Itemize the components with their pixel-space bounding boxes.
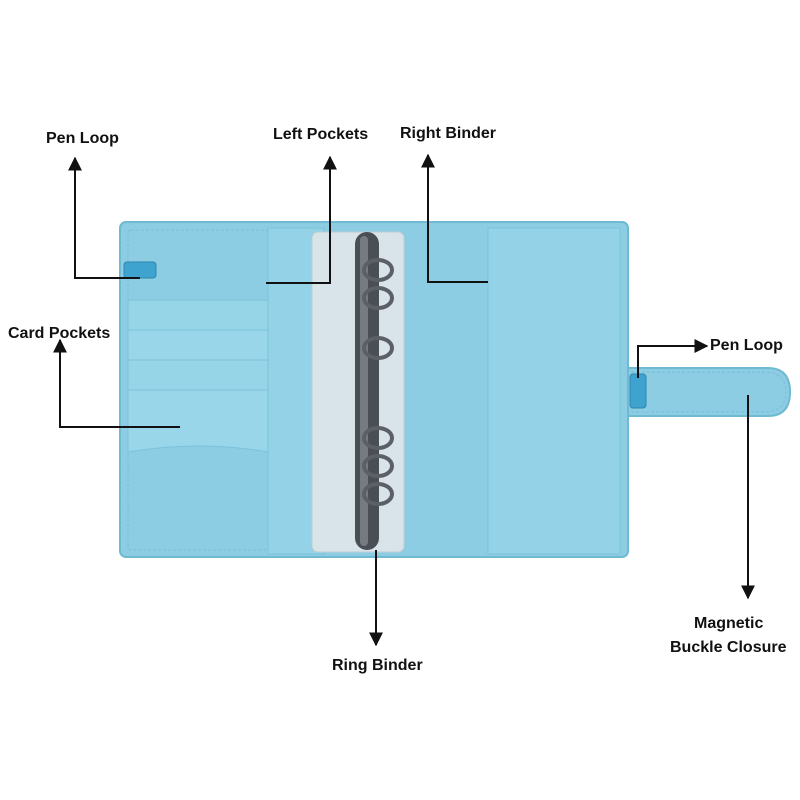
card-pockets	[127, 299, 269, 453]
label-pen-loop-right: Pen Loop	[710, 337, 783, 354]
label-right-binder: Right Binder	[400, 125, 496, 142]
leader-lines	[53, 153, 755, 647]
label-magnetic-line2: Buckle Closure	[670, 639, 787, 656]
magnetic-buckle-closure	[627, 367, 792, 417]
pen-loop-right-strap	[629, 373, 647, 409]
label-ring-binder: Ring Binder	[332, 657, 423, 674]
label-left-pockets: Left Pockets	[273, 126, 369, 143]
label-pen-loop-left: Pen Loop	[46, 130, 119, 147]
label-magnetic-line1: Magnetic	[694, 615, 764, 632]
pen-loop-left-strap	[123, 261, 157, 279]
ring-binder-mechanism	[355, 232, 394, 550]
label-card-pockets: Card Pockets	[8, 325, 111, 342]
